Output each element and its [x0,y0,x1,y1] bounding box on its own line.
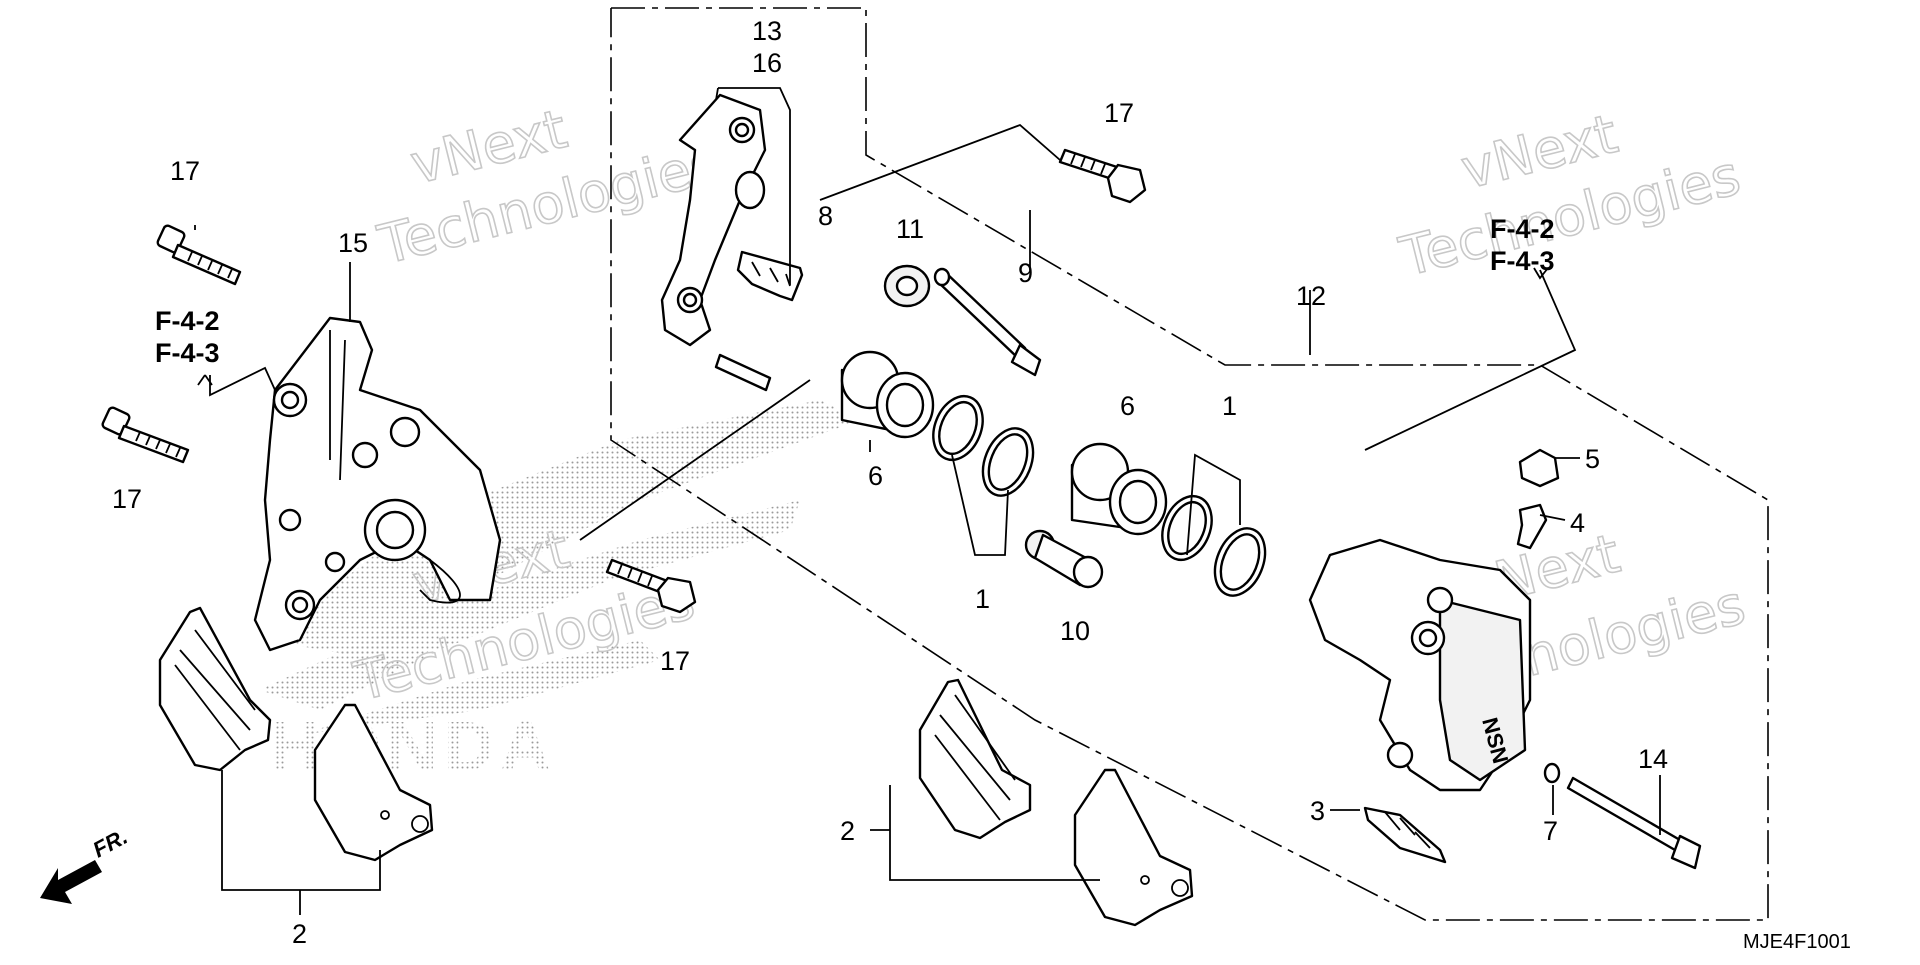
front-direction-indicator: FR. [40,824,132,904]
reference-labels-right: F-4-2 F-4-3 [1490,214,1555,276]
callout-2: 2 [840,816,855,846]
piston-6-left [840,350,935,439]
brake-pad-2-mid-b [1073,768,1194,927]
callout-1: 1 [1222,391,1237,421]
callout-7: 7 [1543,816,1558,846]
watermark-group: vNext Technologies vNext Technologies vN… [347,96,1752,719]
brake-pad-2-mid-a [918,678,1032,840]
pad-spring-3 [1363,806,1447,864]
leader-lines [194,87,1661,915]
assembly-outline [610,7,1769,921]
callout-1: 1 [975,584,990,614]
brake-pad-2-left-b [313,703,434,862]
callout-14: 14 [1638,744,1668,774]
callout-13: 13 [752,16,782,46]
caliper-body: NSN [1308,538,1532,792]
bolt-17-top-left [156,224,242,286]
callout-12: 12 [1296,281,1326,311]
bolt-17-center [605,558,697,614]
honda-wing-background: HONDA [260,400,860,785]
boot-seal-11 [883,264,931,308]
pad-spring-8 [736,250,804,302]
bleeder-cap-5 [1518,448,1560,488]
callout-17: 17 [660,646,690,676]
diagram-code: MJE4F1001 [1743,931,1851,953]
bolt-17-top-mid [1058,148,1147,204]
reference-f-4-2: F-4-2 [1490,214,1555,244]
callout-11: 11 [896,214,924,244]
callout-8: 8 [818,201,833,231]
callout-5: 5 [1585,444,1600,474]
honda-logo-text: HONDA [270,707,557,785]
callout-10: 10 [1060,616,1090,646]
callout-16: 16 [752,48,782,78]
callout-4: 4 [1570,508,1585,538]
caliper-mount-bracket-13-16 [660,93,772,392]
front-arrow-icon [40,860,102,904]
reference-f-4-3: F-4-3 [1490,246,1555,276]
callout-6: 6 [868,461,883,491]
callout-3: 3 [1310,796,1325,826]
callout-6: 6 [1120,391,1135,421]
reference-f-4-3: F-4-3 [155,338,220,368]
reference-labels-left: F-4-2 F-4-3 [155,306,220,368]
piston-6-right [1070,442,1168,536]
reference-f-4-2: F-4-2 [155,306,220,336]
callout-9: 9 [1018,258,1033,288]
bleeder-screw-4 [1516,503,1548,550]
brake-pad-2-left-a [158,606,272,772]
slide-pin-10 [1024,529,1104,589]
bolt-17-left [101,406,190,464]
front-label: FR. [89,824,132,863]
callout-17: 17 [1104,98,1134,128]
piston-seals-1-lower [932,395,1035,497]
piston-seals-1-upper [1161,495,1267,597]
slide-pin-9 [933,267,1042,377]
pad-pin-14 [1566,776,1702,870]
callout-15: 15 [338,228,368,258]
callout-17: 17 [170,156,200,186]
caliper-bracket-15 [253,316,502,652]
callout-2: 2 [292,919,307,949]
washer-7 [1543,762,1561,784]
callout-labels: 13 16 17 17 17 17 15 8 11 9 12 6 6 1 1 1… [112,16,1668,949]
callout-17: 17 [112,484,142,514]
